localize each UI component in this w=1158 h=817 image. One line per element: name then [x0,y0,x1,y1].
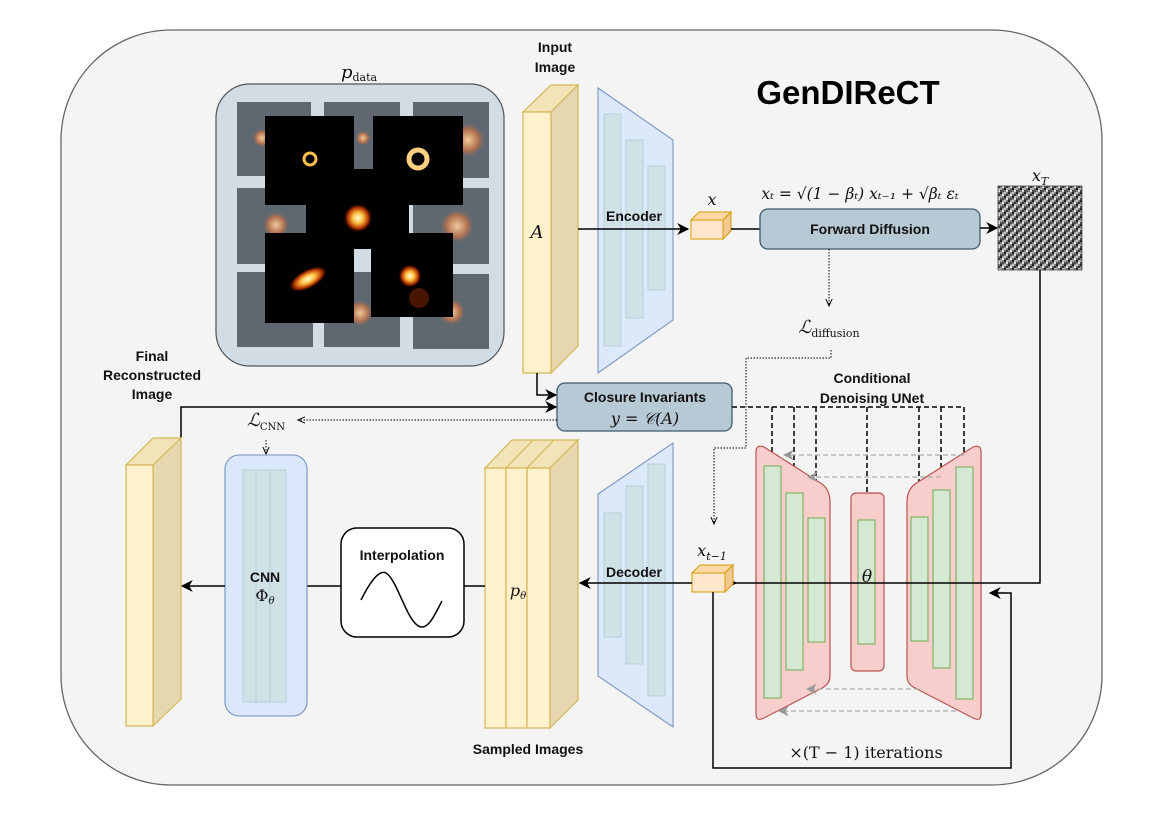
loss-diffusion-label: ℒdiffusion [798,317,859,340]
diffusion-loss-to-xt1-path [714,350,832,524]
input-image-block: Input Image A [521,39,580,375]
x-t-minus-1-label: xt−1 [697,541,727,563]
interpolation-label: Interpolation [360,547,445,563]
sampled-images-label: Sampled Images [473,741,584,757]
cnn-label: CNN [250,569,280,585]
final-image-label-2: Reconstructed [103,367,201,383]
latent-x-label: x [707,190,716,209]
input-image-label-2: Image [535,59,576,75]
pdata-samples [265,116,463,323]
input-image-label-1: Input [538,39,573,55]
p-theta-label: pθ [510,581,526,602]
forward-diffusion-label: Forward Diffusion [810,221,930,237]
iteration-loop [712,587,1012,769]
diagram-title: GenDIReCT [756,74,939,111]
latent-x-t-minus-1: xt−1 [690,541,735,594]
final-image-label-1: Final [136,348,169,364]
closure-invariants-box: Closure Invariants y = 𝒞(A) [556,382,733,432]
unet-label-2: Denoising UNet [820,390,925,406]
decoder-block: Decoder [597,441,674,729]
sine-wave-icon [360,571,443,628]
encoder-label: Encoder [606,208,663,224]
noise-image-x-T [997,185,1083,271]
latent-x: x [689,190,733,241]
input-to-closure-arrow [536,373,558,401]
unet-label-1: Conditional [834,370,911,386]
cnn-block: CNN Φθ [224,454,308,717]
forward-diffusion-equation: xₜ = √(1 − βₜ) xₜ₋₁ + √βₜ εₜ [761,185,958,203]
cnn-symbol: Φθ [255,586,274,607]
iterations-label: ×(T − 1) iterations [789,743,942,762]
forward-diffusion-box: Forward Diffusion [759,208,981,250]
noise-to-unet-path [735,270,1041,584]
decoder-label: Decoder [606,564,663,580]
interpolation-box: Interpolation [340,527,465,638]
theta-label: θ [862,567,872,587]
pdata-label: pdata [341,62,378,84]
encoder-block: Encoder [597,86,674,375]
pdata-panel: pdata [215,62,505,367]
final-image-label-3: Image [132,386,173,402]
sampled-images-stack: pθ [483,438,580,730]
closure-invariants-label: Closure Invariants [584,389,706,405]
x-T-label: xT [1032,166,1050,188]
final-to-closure-arrow [180,401,558,438]
final-image-block [124,436,183,728]
input-symbol: A [529,222,544,243]
closure-equation: y = 𝒞(A) [610,409,679,428]
loss-cnn-label: ℒCNN [247,410,285,433]
